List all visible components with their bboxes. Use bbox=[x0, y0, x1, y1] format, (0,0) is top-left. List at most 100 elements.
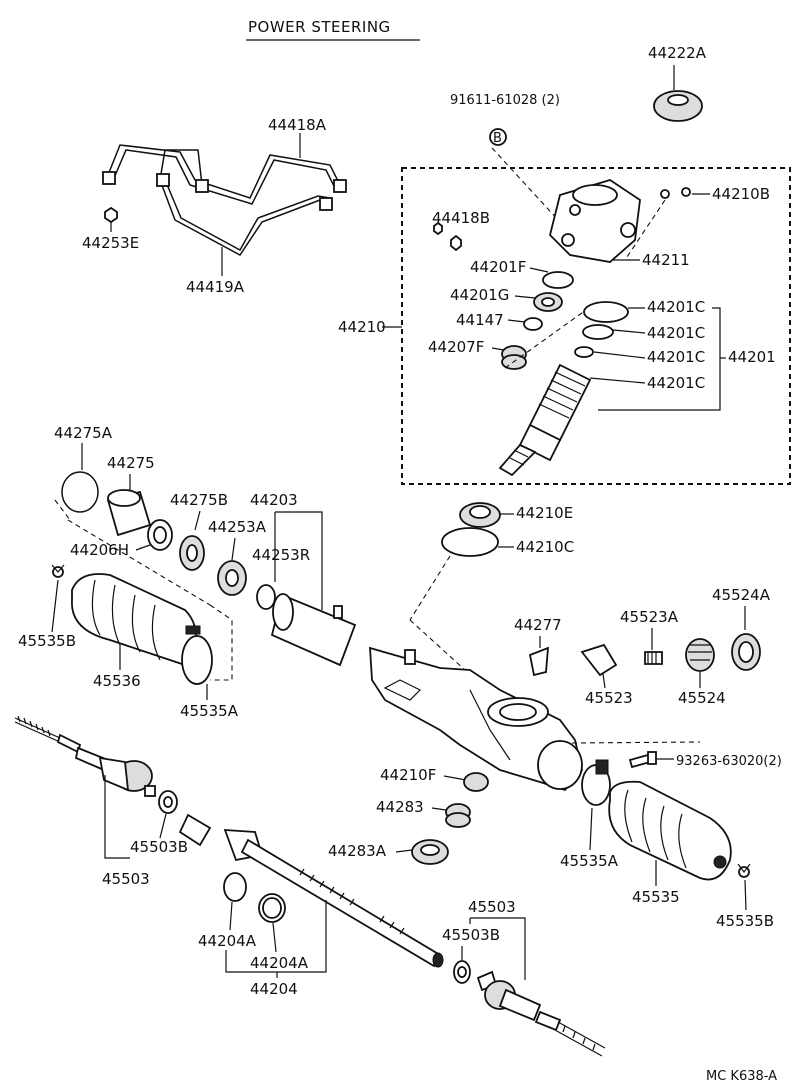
tube-fitting bbox=[102, 171, 116, 185]
bracket-44203 bbox=[275, 511, 323, 610]
callout-44201C-2: 44201C bbox=[647, 324, 705, 342]
nut-44418B bbox=[450, 234, 462, 252]
leader-44201F bbox=[529, 267, 549, 273]
bearing-bore bbox=[541, 297, 555, 307]
gland-44207F bbox=[501, 345, 527, 370]
clamp-band bbox=[185, 625, 201, 635]
rack-guide-45523 bbox=[580, 643, 618, 677]
pressure-tube-44418A bbox=[107, 144, 341, 205]
ring-44204A-1 bbox=[223, 872, 247, 902]
callout-44283: 44283 bbox=[376, 798, 424, 816]
callout-44210: 44210 bbox=[338, 318, 386, 336]
steering-rack-boot-45536 bbox=[71, 573, 198, 667]
callout-44277: 44277 bbox=[514, 616, 562, 634]
callout-93263-63020: 93263-63020(2) bbox=[676, 754, 782, 769]
oil-seal-44201F bbox=[542, 271, 574, 289]
spring-cap-45524 bbox=[685, 638, 715, 672]
leader-44201C-3 bbox=[593, 351, 646, 359]
oil-seal-bore bbox=[153, 526, 167, 544]
bracket-44204 bbox=[225, 900, 327, 973]
dashed-clamp-guide bbox=[209, 604, 233, 681]
lock-nut-bore-right bbox=[457, 966, 467, 978]
dashed-guide-line bbox=[571, 741, 701, 744]
callout-91611-61028: 91611-61028 (2) bbox=[450, 93, 560, 108]
callout-45535A-right: 45535A bbox=[560, 852, 619, 870]
leader-44201C-4 bbox=[589, 377, 646, 384]
clamp-band-right bbox=[595, 759, 609, 775]
leader-44207F bbox=[491, 347, 505, 351]
bracket-44201 bbox=[598, 307, 721, 411]
leader-45503B-left bbox=[159, 813, 167, 839]
dust-seal-bore bbox=[469, 505, 491, 519]
bolt-44210B-a bbox=[660, 189, 670, 199]
leader-45523 bbox=[602, 673, 606, 689]
ring-44204A-2-inner bbox=[262, 897, 282, 919]
callout-44201F: 44201F bbox=[470, 258, 526, 276]
callout-44204A-2: 44204A bbox=[250, 954, 309, 972]
dashed-bolt-line bbox=[491, 147, 561, 223]
lock-nut-bore-left bbox=[163, 796, 173, 808]
tube-fitting bbox=[333, 179, 347, 193]
tie-rod-end-left-45503 bbox=[14, 715, 156, 797]
seal-bore bbox=[225, 569, 239, 587]
leader-44283A bbox=[395, 849, 413, 853]
steering-rack-boot-45535 bbox=[608, 780, 732, 881]
dust-cover-hole bbox=[667, 94, 689, 106]
callout-45503-right: 45503 bbox=[468, 898, 516, 916]
callout-45524A: 45524A bbox=[712, 586, 771, 604]
pressure-tube-44419A bbox=[159, 179, 331, 256]
callout-44204: 44204 bbox=[250, 980, 298, 998]
spring-cap-threads bbox=[688, 644, 712, 661]
ring-44253R bbox=[256, 584, 276, 610]
figure-code: MC K638-A bbox=[706, 1069, 777, 1084]
clip-arms bbox=[51, 564, 65, 573]
leader-44210F-lower bbox=[443, 775, 467, 781]
leader-44201C-2 bbox=[612, 329, 646, 334]
lock-nut-bore bbox=[738, 641, 754, 663]
leader-45535A-right bbox=[589, 807, 593, 851]
snap-ring-44147 bbox=[523, 317, 543, 331]
dashed-bolt-line-b bbox=[624, 199, 666, 261]
callout-45536: 45536 bbox=[93, 672, 141, 690]
rack-guide-seat-44277 bbox=[528, 646, 550, 677]
callout-44275A: 44275A bbox=[54, 424, 113, 442]
callout-44418B: 44418B bbox=[432, 209, 490, 227]
bolt-head bbox=[647, 751, 657, 765]
valve-housing-44211 bbox=[549, 179, 641, 263]
callout-45523: 45523 bbox=[585, 689, 633, 707]
plug-44283 bbox=[445, 803, 471, 828]
callout-44210C: 44210C bbox=[516, 538, 574, 556]
control-valve-shaft-44201 bbox=[498, 363, 592, 477]
bolt-44210B-b bbox=[681, 187, 691, 197]
callout-44210F-lower: 44210F bbox=[380, 766, 436, 784]
nut-44253E bbox=[104, 206, 118, 224]
clip-arms-right bbox=[737, 863, 751, 873]
tube-fitting bbox=[195, 179, 209, 193]
bushing-bore bbox=[186, 544, 198, 562]
dashed-gland-line bbox=[504, 299, 601, 369]
leader-44275B bbox=[194, 510, 201, 531]
bolt-93263 bbox=[628, 753, 652, 769]
callout-45523A: 45523A bbox=[620, 608, 679, 626]
callout-44207F: 44207F bbox=[428, 338, 484, 356]
callout-45524: 45524 bbox=[678, 689, 726, 707]
valve-assembly-enclosure bbox=[401, 167, 791, 485]
leader-44206H bbox=[135, 544, 151, 551]
lock-nut-44283A bbox=[411, 839, 449, 865]
callout-44201G: 44201G bbox=[450, 286, 509, 304]
callout-45503B-left: 45503B bbox=[130, 838, 188, 856]
bracket-45503-left bbox=[104, 775, 130, 859]
callout-44275: 44275 bbox=[107, 454, 155, 472]
seal-44210F bbox=[463, 772, 489, 792]
callout-44210E: 44210E bbox=[516, 504, 573, 522]
bolt-marker-b: B bbox=[493, 131, 502, 146]
diagram-title: POWER STEERING bbox=[248, 18, 391, 36]
tube-fitting bbox=[156, 173, 170, 187]
tie-rod-end-right-45503 bbox=[476, 970, 606, 1057]
leader-44253A bbox=[231, 537, 236, 561]
steering-rack-44204 bbox=[178, 813, 444, 968]
dashed-boot-guide bbox=[54, 499, 211, 606]
callout-45535A-left: 45535A bbox=[180, 702, 239, 720]
callout-44203: 44203 bbox=[250, 491, 298, 509]
